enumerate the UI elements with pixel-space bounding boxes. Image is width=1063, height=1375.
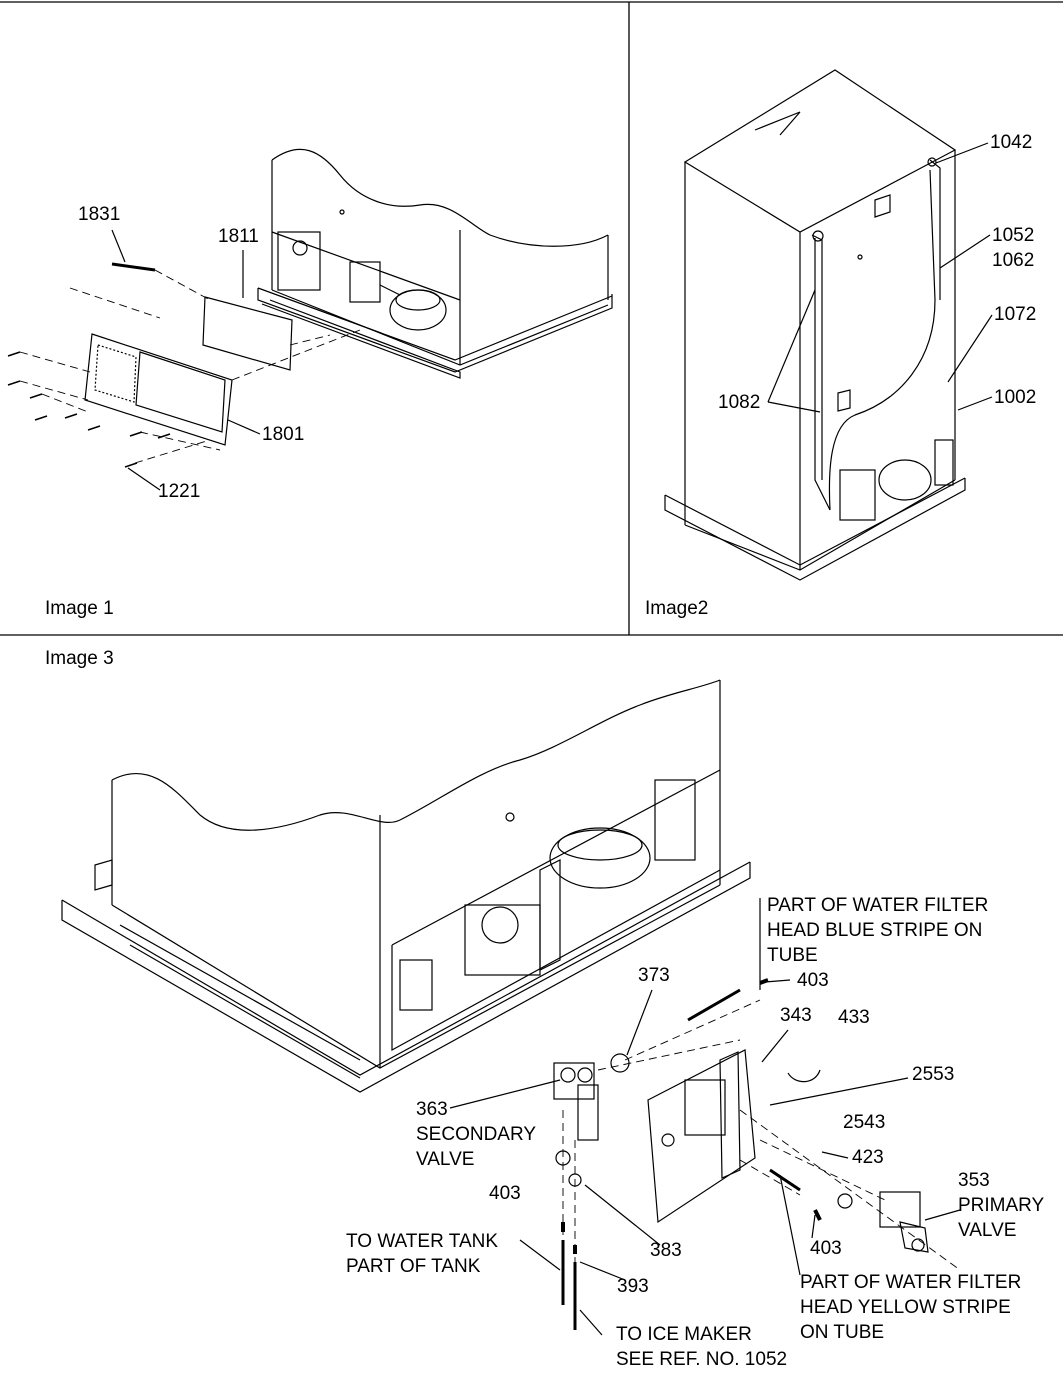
- secondary-valve-line2: VALVE: [416, 1149, 475, 1170]
- image1-title: Image 1: [45, 598, 114, 619]
- primary-valve-callout: 353 PRIMARY VALVE: [958, 1168, 1044, 1243]
- primary-valve-number: 353: [958, 1170, 990, 1191]
- part-label-373: 373: [638, 965, 670, 986]
- part-label-1072: 1072: [994, 304, 1037, 325]
- part-label-1062: 1062: [992, 250, 1035, 271]
- filter-blue-callout: PART OF WATER FILTER HEAD BLUE STRIPE ON…: [767, 893, 988, 968]
- primary-valve-line1: PRIMARY: [958, 1195, 1045, 1216]
- part-label-1042: 1042: [990, 132, 1033, 153]
- ice-maker-callout: TO ICE MAKER SEE REF. NO. 1052: [616, 1322, 787, 1372]
- water-tank-callout: TO WATER TANK PART OF TANK: [346, 1229, 498, 1279]
- image3-title: Image 3: [45, 648, 114, 669]
- part-label-343: 343: [780, 1005, 812, 1026]
- ice-maker-line2: SEE REF. NO. 1052: [616, 1349, 788, 1370]
- panel-dividers: [0, 1, 1063, 636]
- secondary-valve-number: 363: [416, 1099, 448, 1120]
- part-label-393: 393: [617, 1276, 649, 1297]
- part-label-2553: 2553: [912, 1064, 955, 1085]
- part-label-403-top: 403: [797, 970, 829, 991]
- part-label-2543: 2543: [843, 1112, 886, 1133]
- ice-maker-line1: TO ICE MAKER: [616, 1324, 752, 1345]
- filter-blue-line1: PART OF WATER FILTER: [767, 895, 989, 916]
- part-label-1082: 1082: [718, 392, 761, 413]
- part-label-1831: 1831: [78, 204, 121, 225]
- image1-drawing: [7, 148, 613, 491]
- filter-yellow-line1: PART OF WATER FILTER: [800, 1272, 1022, 1293]
- part-label-403-right: 403: [810, 1238, 842, 1259]
- filter-yellow-line2: HEAD YELLOW STRIPE: [800, 1297, 1011, 1318]
- part-label-423: 423: [852, 1147, 884, 1168]
- primary-valve-line2: VALVE: [958, 1220, 1017, 1241]
- image3-drawing: [61, 679, 961, 1336]
- part-label-1811: 1811: [218, 226, 259, 247]
- filter-yellow-line3: ON TUBE: [800, 1322, 885, 1343]
- part-label-1052: 1052: [992, 225, 1035, 246]
- part-label-1801: 1801: [262, 424, 305, 445]
- part-label-433: 433: [838, 1007, 870, 1028]
- filter-blue-line2: HEAD BLUE STRIPE ON: [767, 920, 983, 941]
- part-label-1002: 1002: [994, 387, 1037, 408]
- water-tank-line2: PART OF TANK: [346, 1256, 481, 1277]
- part-label-1221: 1221: [158, 481, 201, 502]
- filter-yellow-callout: PART OF WATER FILTER HEAD YELLOW STRIPE …: [800, 1270, 1021, 1345]
- part-label-383: 383: [650, 1240, 682, 1261]
- part-label-403-left: 403: [489, 1183, 521, 1204]
- secondary-valve-line1: SECONDARY: [416, 1124, 537, 1145]
- water-tank-line1: TO WATER TANK: [346, 1231, 499, 1252]
- secondary-valve-callout: 363 SECONDARY VALVE: [416, 1097, 536, 1172]
- filter-blue-line3: TUBE: [767, 945, 818, 966]
- image2-drawing: [664, 69, 993, 581]
- image2-title: Image2: [645, 598, 709, 619]
